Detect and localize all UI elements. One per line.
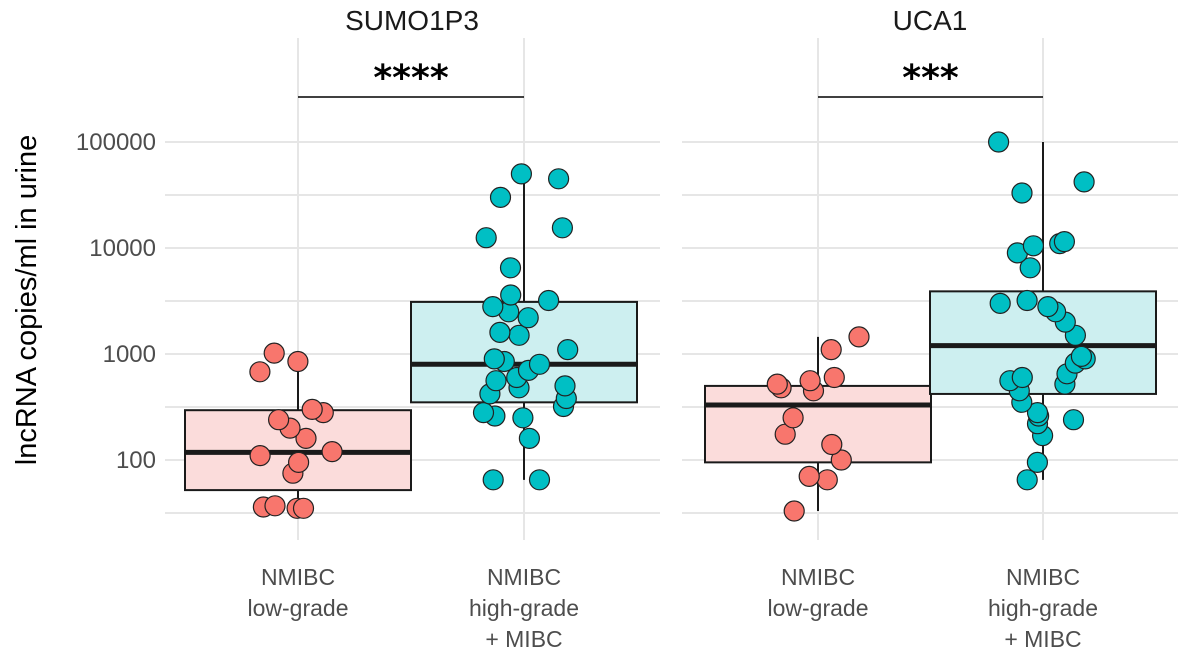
data-point — [482, 296, 504, 318]
panel-title: UCA1 — [893, 5, 968, 36]
data-point — [1026, 402, 1049, 424]
data-point — [830, 449, 852, 471]
data-point — [782, 407, 804, 429]
panels: 100 1000 10000 100000 SUMO1P3 **** NMIBC low-gr… — [76, 5, 1178, 652]
x-category-label: NMIBC — [261, 564, 335, 590]
data-point — [1070, 345, 1093, 367]
data-point — [528, 353, 551, 375]
data-point — [1037, 296, 1059, 318]
data-point — [1053, 231, 1076, 253]
data-point — [1011, 182, 1033, 204]
data-point — [1062, 409, 1085, 431]
data-point — [799, 370, 821, 392]
data-point — [482, 469, 504, 491]
significance-label: **** — [373, 58, 448, 99]
x-category-label: high-grade — [988, 595, 1098, 621]
data-point — [512, 407, 534, 429]
y-tick-label: 10000 — [89, 235, 156, 262]
group-low-grade — [704, 326, 932, 522]
data-point — [510, 163, 533, 185]
data-point — [499, 257, 522, 279]
data-point — [483, 348, 505, 370]
x-category-label: low-grade — [768, 595, 869, 621]
data-point — [551, 217, 574, 239]
data-point — [821, 433, 843, 456]
group-low-grade — [184, 342, 412, 519]
data-point — [489, 321, 511, 343]
data-point — [518, 427, 541, 449]
panel-uca1: UCA1 *** NMIBC low-grade NMIBC high-grade + MI… — [682, 5, 1178, 652]
data-point — [766, 373, 788, 395]
data-point — [1073, 171, 1095, 193]
data-point — [1011, 366, 1033, 389]
x-category-label: NMIBC — [487, 564, 561, 590]
x-category-label: + MIBC — [1004, 626, 1081, 652]
panel-sumo1p3: SUMO1P3 **** NMIBC low-grade NMIBC high-grade… — [165, 5, 660, 652]
x-category-label: low-grade — [248, 595, 349, 621]
data-point — [249, 361, 271, 383]
data-point — [1016, 289, 1038, 312]
y-axis-label: lncRNA copies/ml in urine — [11, 135, 43, 465]
data-point — [547, 168, 570, 190]
data-point — [489, 186, 512, 208]
y-tick-label: 100 — [116, 447, 156, 474]
data-point — [292, 497, 315, 519]
significance-label: *** — [902, 58, 959, 99]
group-high-grade — [929, 131, 1157, 491]
data-point — [295, 427, 317, 449]
x-category-label: high-grade — [469, 595, 579, 621]
data-point — [989, 292, 1011, 314]
x-category-label: NMIBC — [781, 564, 855, 590]
x-category-label: NMIBC — [1006, 564, 1080, 590]
data-point — [554, 375, 576, 397]
data-point — [249, 445, 271, 467]
data-point — [1019, 257, 1041, 279]
data-point — [301, 398, 323, 420]
data-point — [1026, 451, 1049, 473]
data-point — [557, 339, 579, 361]
data-point — [987, 131, 1010, 153]
panel-title: SUMO1P3 — [345, 5, 479, 36]
data-point — [263, 342, 285, 364]
data-point — [288, 451, 310, 473]
data-point — [820, 339, 842, 361]
data-point — [1022, 235, 1045, 257]
data-point — [816, 469, 838, 491]
data-point — [823, 366, 845, 389]
data-point — [321, 441, 343, 463]
data-point — [1016, 469, 1038, 491]
data-point — [485, 370, 507, 392]
data-point — [517, 307, 539, 329]
data-point — [508, 324, 530, 346]
data-point — [475, 227, 497, 249]
data-point — [500, 284, 522, 306]
x-category-label: + MIBC — [485, 626, 562, 652]
y-tick-label: 1000 — [103, 341, 156, 368]
data-point — [783, 500, 805, 522]
data-point — [287, 350, 309, 373]
data-point — [268, 409, 290, 431]
group-high-grade — [410, 163, 638, 491]
data-point — [848, 326, 870, 348]
data-point — [537, 289, 560, 312]
data-point — [264, 495, 286, 517]
data-point — [472, 402, 495, 424]
y-tick-label: 100000 — [76, 129, 156, 156]
data-point — [528, 469, 551, 491]
data-point — [798, 465, 820, 487]
